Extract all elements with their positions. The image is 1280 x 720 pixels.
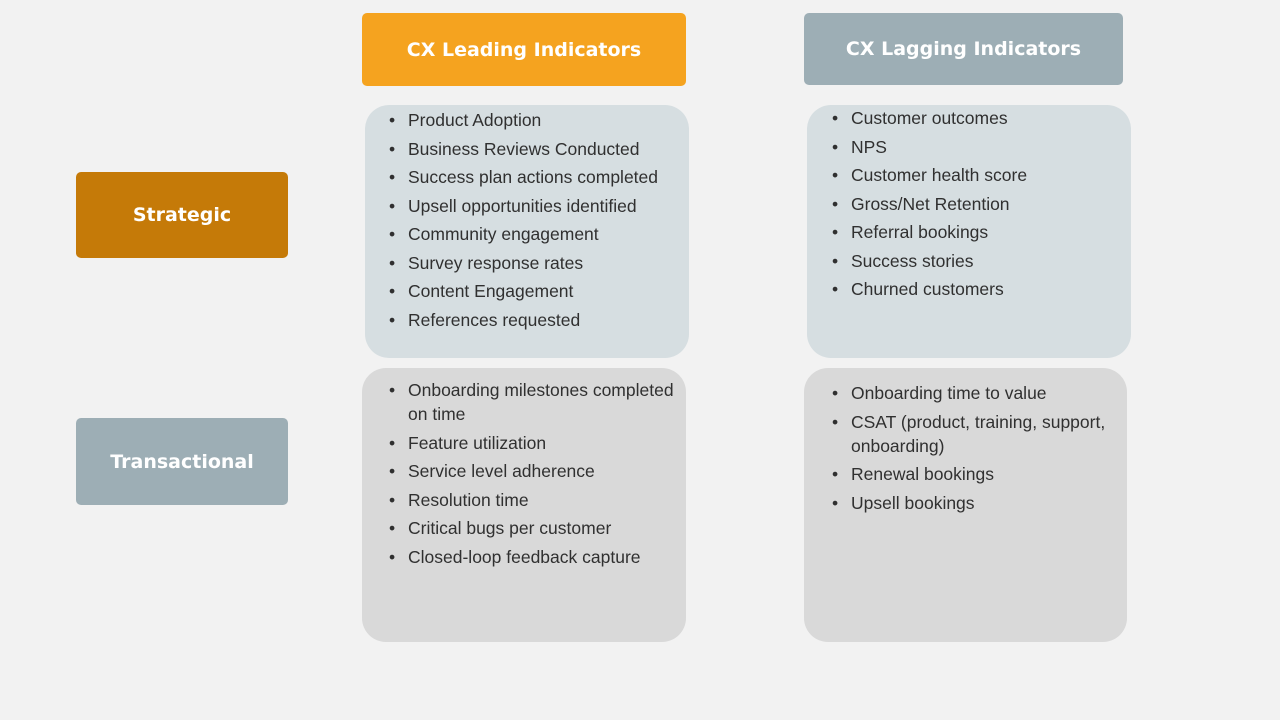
list-item: NPS bbox=[832, 135, 1121, 159]
list-item: Product Adoption bbox=[389, 108, 679, 132]
list-item: Success plan actions completed bbox=[389, 165, 679, 189]
bullet-list-transactional-leading: Onboarding milestones completed on time … bbox=[389, 378, 676, 573]
list-item: Upsell bookings bbox=[832, 491, 1117, 515]
list-item: Critical bugs per customer bbox=[389, 516, 676, 540]
list-item: Customer outcomes bbox=[832, 106, 1121, 130]
list-item: Survey response rates bbox=[389, 251, 679, 275]
list-item: Community engagement bbox=[389, 222, 679, 246]
list-item: Onboarding milestones completed on time bbox=[389, 378, 676, 426]
cell-transactional-lagging: Onboarding time to value CSAT (product, … bbox=[804, 368, 1127, 642]
list-item: Upsell opportunities identified bbox=[389, 194, 679, 218]
bullet-list-transactional-lagging: Onboarding time to value CSAT (product, … bbox=[832, 381, 1117, 519]
column-header-lagging: CX Lagging Indicators bbox=[804, 13, 1123, 85]
column-header-lagging-label: CX Lagging Indicators bbox=[845, 38, 1082, 60]
row-header-transactional: Transactional bbox=[76, 418, 288, 505]
list-item: References requested bbox=[389, 308, 679, 332]
cell-transactional-leading: Onboarding milestones completed on time … bbox=[362, 368, 686, 642]
list-item: Business Reviews Conducted bbox=[389, 137, 679, 161]
list-item: Onboarding time to value bbox=[832, 381, 1117, 405]
cell-strategic-leading: Product Adoption Business Reviews Conduc… bbox=[365, 105, 689, 358]
row-header-strategic: Strategic bbox=[76, 172, 288, 258]
list-item: Service level adherence bbox=[389, 459, 676, 483]
column-header-leading-label: CX Leading Indicators bbox=[406, 38, 642, 61]
list-item: Renewal bookings bbox=[832, 462, 1117, 486]
list-item: Resolution time bbox=[389, 488, 676, 512]
row-header-strategic-label: Strategic bbox=[132, 204, 232, 226]
list-item: Success stories bbox=[832, 249, 1121, 273]
list-item: Gross/Net Retention bbox=[832, 192, 1121, 216]
row-header-transactional-label: Transactional bbox=[110, 450, 254, 473]
bullet-list-strategic-leading: Product Adoption Business Reviews Conduc… bbox=[389, 108, 679, 336]
list-item: Referral bookings bbox=[832, 220, 1121, 244]
cell-strategic-lagging: Customer outcomes NPS Customer health sc… bbox=[807, 105, 1131, 358]
list-item: Content Engagement bbox=[389, 279, 679, 303]
list-item: CSAT (product, training, support, onboar… bbox=[832, 410, 1117, 458]
column-header-leading: CX Leading Indicators bbox=[362, 13, 686, 86]
bullet-list-strategic-lagging: Customer outcomes NPS Customer health sc… bbox=[832, 106, 1121, 306]
list-item: Churned customers bbox=[832, 277, 1121, 301]
list-item: Closed-loop feedback capture bbox=[389, 545, 676, 569]
list-item: Feature utilization bbox=[389, 431, 676, 455]
list-item: Customer health score bbox=[832, 163, 1121, 187]
